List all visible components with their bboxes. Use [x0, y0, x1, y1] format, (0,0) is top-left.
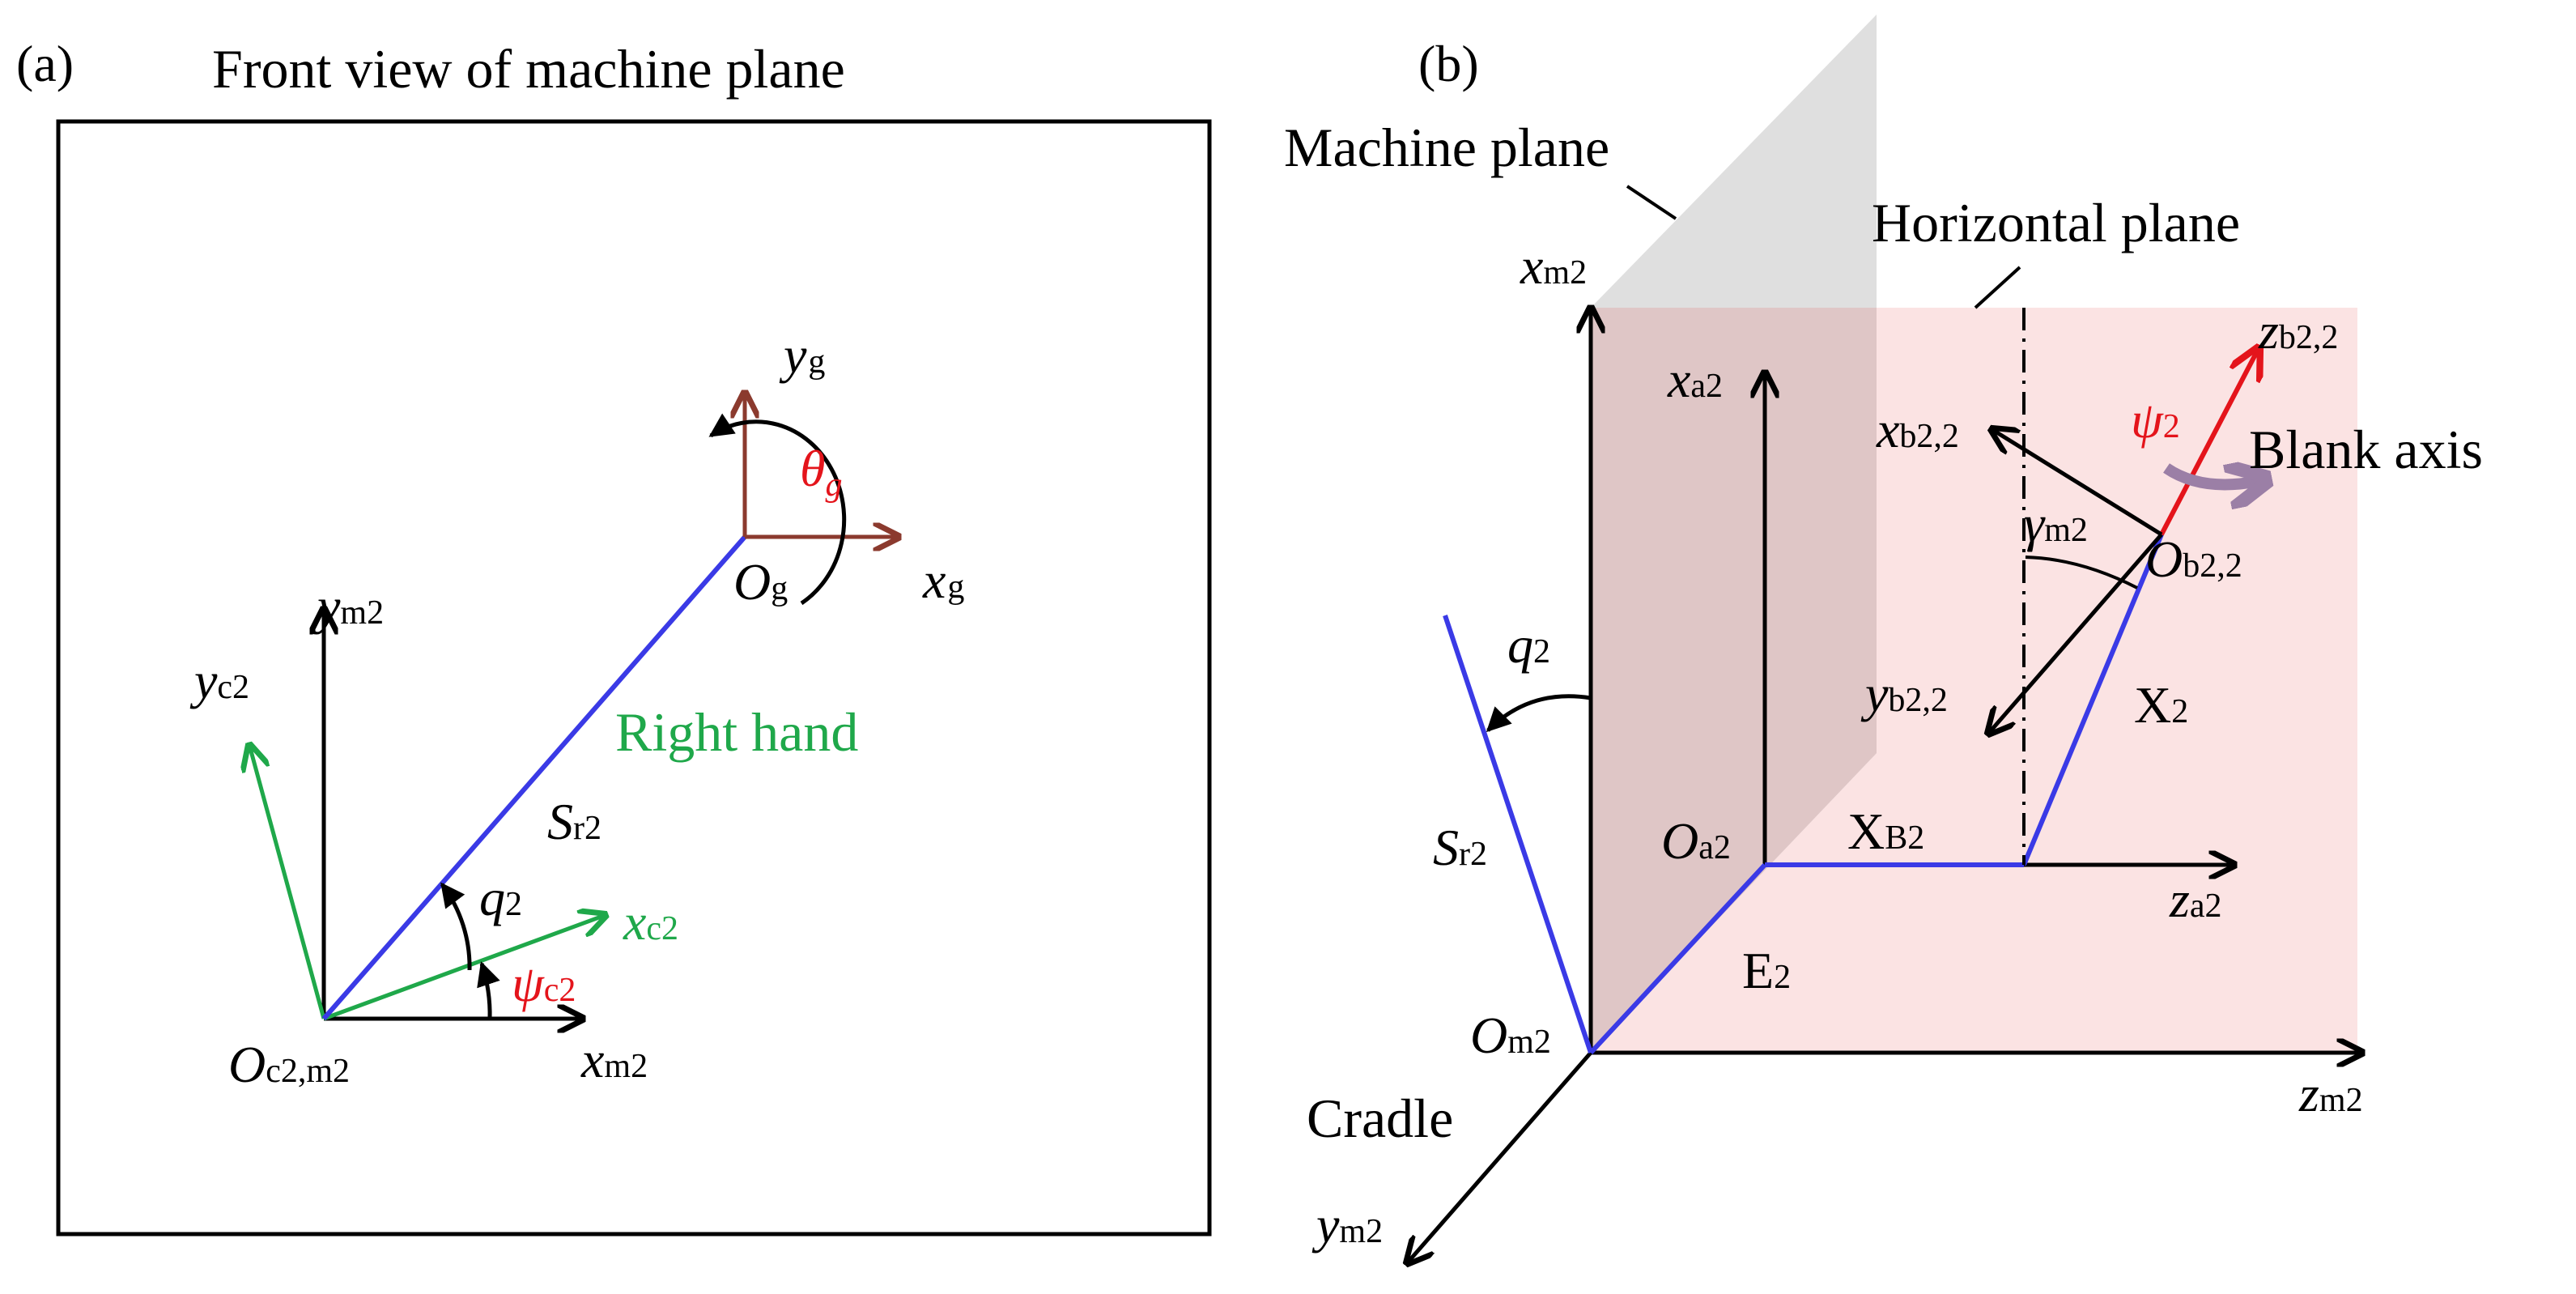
e2-line: [1588, 862, 1767, 1055]
blank-rotation-arrow: [2163, 468, 2259, 484]
xb2-label: xb2,2: [1876, 401, 1959, 458]
horizontal-plane-leader: [1974, 266, 2021, 309]
panel-b: (b) Machine plane Horizontal plane: [1284, 15, 2483, 1263]
ym2-label: ym2: [312, 577, 384, 635]
xg-label: xg: [922, 551, 964, 609]
oa2-label: Oa2: [1661, 812, 1731, 870]
x2-label: X2: [2134, 676, 2188, 734]
cradle-label: Cradle: [1307, 1088, 1453, 1149]
right-hand-label: Right hand: [615, 701, 858, 763]
theta-g-arc: [708, 413, 847, 606]
blank-axis-label: Blank axis: [2249, 419, 2483, 480]
xm2-label: xm2: [580, 1031, 648, 1088]
sr2-label-b: Sr2: [1433, 819, 1487, 876]
sr2-label: Sr2: [547, 793, 601, 850]
za2-label: za2: [2169, 870, 2222, 928]
q2-label-b: q2: [1507, 616, 1550, 674]
zb2-label: zb2,2: [2258, 302, 2338, 360]
q2-arc-b: [1486, 694, 1592, 733]
oc2m2-label: Oc2,m2: [228, 1036, 350, 1093]
om2-label: Om2: [1470, 1007, 1551, 1064]
xc2-label: xc2: [623, 893, 678, 951]
psi-c2-arc: [477, 961, 500, 1019]
yg-label: yg: [779, 326, 825, 384]
panel-a: (a) Front view of machine plane yg θg Og…: [16, 35, 1212, 1237]
xb2-axis: [1992, 429, 2163, 537]
ob2-label: Ob2,2: [2145, 530, 2242, 588]
psi2-label: ψ2: [2131, 391, 2180, 449]
sr2-line-b: [1443, 615, 1593, 1054]
machine-plane-label: Machine plane: [1284, 117, 1609, 178]
ym2-label-b: ym2: [1311, 1196, 1383, 1254]
ym2-axis-b: [1407, 1051, 1592, 1263]
machine-plane-leader: [1626, 185, 1677, 220]
plane-overlap: [1591, 308, 1877, 1053]
zm2-label: zm2: [2298, 1065, 2363, 1122]
psi-c2-label: ψc2: [512, 955, 576, 1012]
q2-arc: [440, 882, 472, 971]
xm2-label-b: xm2: [1520, 237, 1587, 295]
x2-line: [2021, 533, 2164, 866]
panel-a-frame: [56, 119, 1212, 1237]
q2-label: q2: [479, 869, 522, 926]
yc2-label: yc2: [189, 652, 249, 709]
panel-b-tag: (b): [1418, 35, 1479, 92]
panel-a-tag: (a): [16, 35, 74, 92]
og-label: Og: [733, 553, 788, 611]
xc2-axis: [323, 915, 606, 1021]
xB2-label: XB2: [1847, 802, 1924, 860]
theta-g-label: θg: [800, 440, 842, 504]
panel-a-title: Front view of machine plane: [212, 38, 845, 100]
xa2-label: xa2: [1667, 351, 1723, 408]
zb2-axis: [2159, 348, 2259, 536]
gamma-m2-arc: [2025, 555, 2138, 590]
yc2-axis: [249, 745, 326, 1019]
gamma-m2-label: γm2: [2024, 495, 2088, 552]
horizontal-plane-label: Horizontal plane: [1872, 192, 2240, 253]
yb2-label: yb2,2: [1860, 665, 1948, 722]
yb2-axis: [1988, 533, 2163, 734]
sr2-line: [321, 535, 747, 1020]
e2-label: E2: [1742, 942, 1791, 999]
